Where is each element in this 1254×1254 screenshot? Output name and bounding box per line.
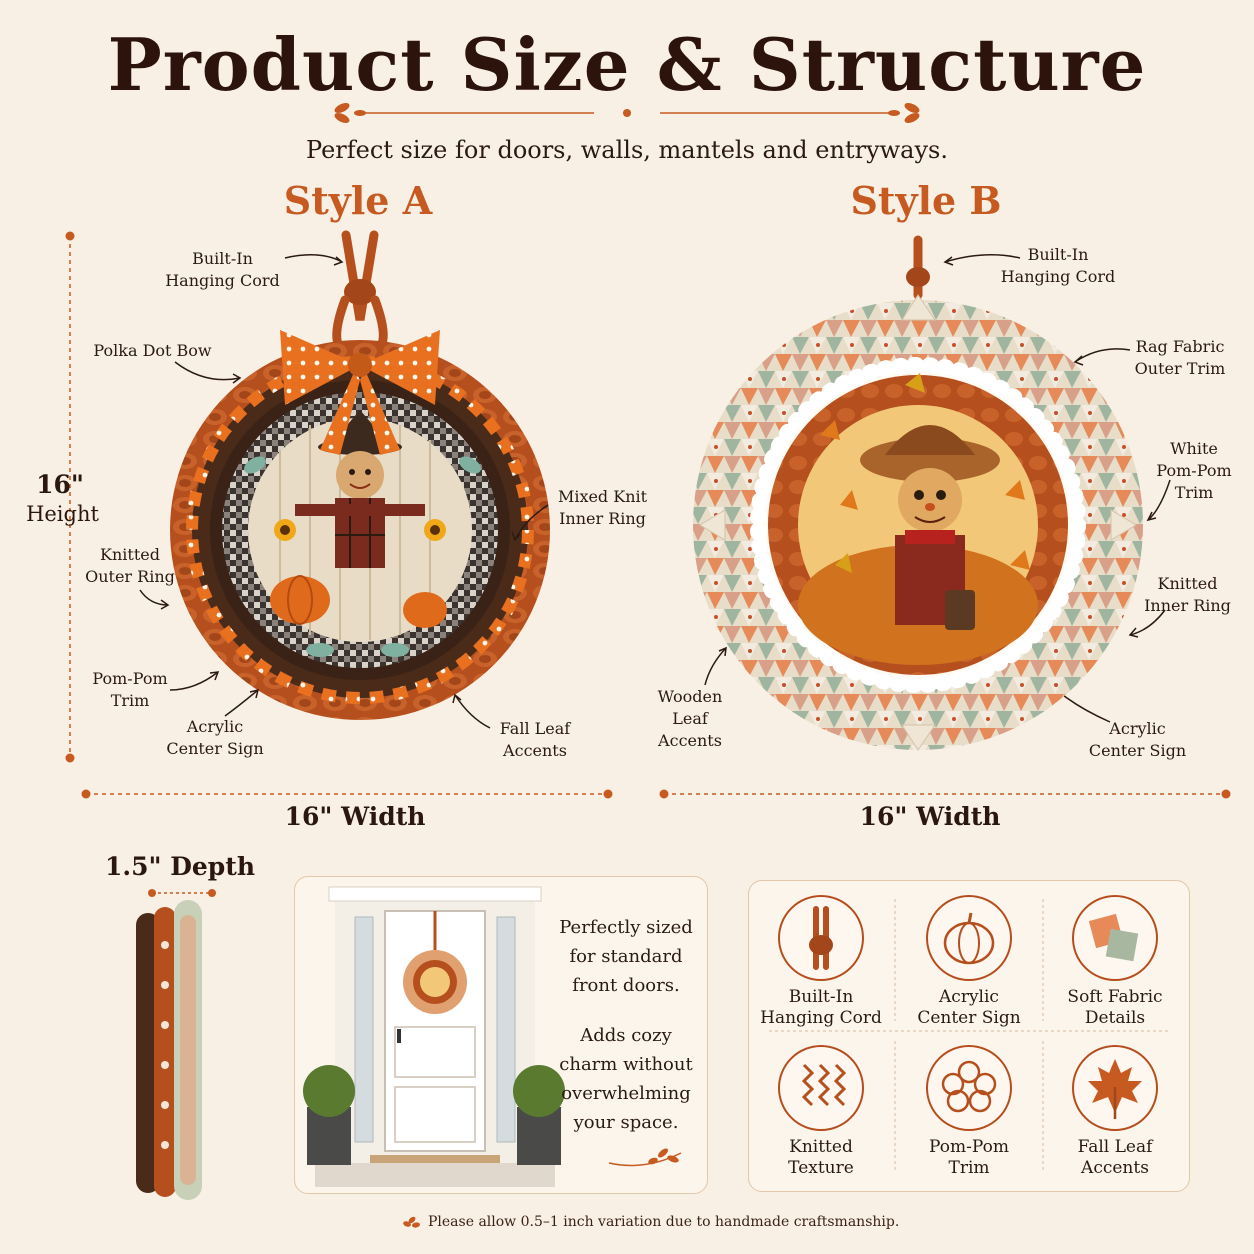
- height-dimension-line: [65, 231, 75, 763]
- door-panel: Perfectly sized for standard front doors…: [294, 876, 708, 1194]
- label-b-rag: Rag Fabric Outer Trim: [1134, 337, 1226, 378]
- width-dimension-line-a: [81, 789, 613, 799]
- pumpkin-icon: [943, 912, 995, 965]
- depth-side-view: [136, 889, 216, 1200]
- label-b-wooden: Wooden Leaf Accents: [657, 687, 723, 750]
- width-dimension-line-b: [659, 789, 1231, 799]
- annotation-arrows: [139, 254, 1171, 729]
- label-a-outer-ring: Knitted Outer Ring: [85, 545, 175, 586]
- label-b-acrylic: Acrylic Center Sign: [1088, 719, 1187, 760]
- page-subtitle: Perfect size for doors, walls, mantels a…: [306, 136, 948, 164]
- label-a-bow: Polka Dot Bow: [93, 341, 212, 360]
- height-value: 16": [36, 470, 84, 499]
- hanging-cord-icon: [809, 906, 833, 970]
- feature-fall-leaf: Fall Leaf Accents: [1045, 1045, 1185, 1179]
- footnote: Please allow 0.5–1 inch variation due to…: [428, 1214, 900, 1230]
- door-text-2: Adds cozy charm without overwhelming you…: [559, 1025, 693, 1133]
- label-a-leaf: Fall Leaf Accents: [499, 719, 571, 760]
- width-a-label: 16" Width: [284, 802, 426, 831]
- title-divider-ornament: [334, 103, 920, 123]
- feature-knitted-texture: Knitted Texture: [751, 1045, 891, 1179]
- feature-hanging-cord: Built-In Hanging Cord: [751, 895, 891, 1029]
- height-label: Height: [26, 502, 99, 526]
- fabric-swatch-icon: [1088, 913, 1139, 962]
- style-a-heading: Style A: [283, 178, 433, 223]
- page-title: Product Size & Structure: [107, 22, 1147, 107]
- knit-icon: [801, 1063, 847, 1107]
- label-b-knitted-inner: Knitted Inner Ring: [1144, 574, 1231, 615]
- label-a-pompom: Pom-Pom Trim: [92, 669, 168, 710]
- leaf-sprig-icon: [608, 1148, 682, 1167]
- pompom-icon: [941, 1060, 997, 1113]
- door-illustration: [303, 886, 565, 1187]
- feature-acrylic-sign: Acrylic Center Sign: [899, 895, 1039, 1029]
- label-a-hanging-cord: Built-In Hanging Cord: [165, 249, 280, 290]
- footnote-leaf-icon: [403, 1216, 420, 1228]
- maple-leaf-icon: [1088, 1059, 1142, 1119]
- label-a-acrylic: Acrylic Center Sign: [166, 717, 264, 758]
- features-grid-lines: [769, 899, 1169, 1173]
- feature-soft-fabric: Soft Fabric Details: [1045, 895, 1185, 1029]
- label-b-hanging-cord: Built-In Hanging Cord: [1000, 245, 1116, 286]
- feature-pompom-trim: Pom-Pom Trim: [899, 1045, 1039, 1179]
- style-b-wreath: [693, 235, 1143, 751]
- door-text-1: Perfectly sized for standard front doors…: [559, 917, 693, 996]
- width-b-label: 16" Width: [859, 802, 1001, 831]
- features-panel: Built-In Hanging Cord Acrylic Center Sig…: [748, 880, 1190, 1192]
- style-a-wreath: [170, 230, 550, 720]
- label-b-white-pompom: White Pom-Pom Trim: [1156, 439, 1232, 502]
- style-b-heading: Style B: [850, 178, 1002, 223]
- depth-label: 1.5" Depth: [104, 852, 255, 881]
- label-a-mixed-knit: Mixed Knit Inner Ring: [557, 487, 648, 528]
